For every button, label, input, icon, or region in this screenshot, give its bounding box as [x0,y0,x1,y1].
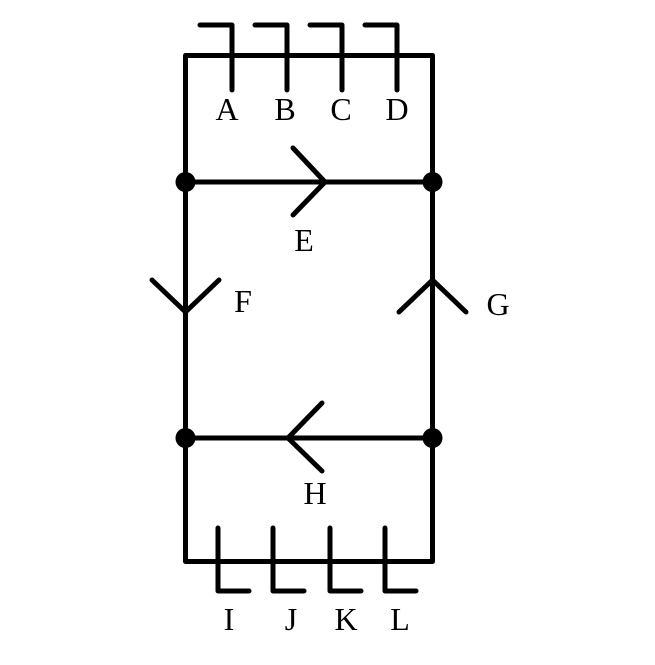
bottom-terminal-lead-4 [382,525,419,594]
top-terminal-lead-1 [197,22,235,93]
arrowhead-f-down [149,277,222,315]
top-terminal-label-a: A [215,91,238,127]
branch-label-g: G [486,286,509,322]
arrowhead-e-right [290,145,328,218]
branch-label-e: E [294,222,314,258]
bottom-terminal-lead-3 [327,525,364,594]
top-terminal-lead-2 [252,22,290,93]
outer-loop-rectangle [183,53,435,564]
bottom-terminal-lead-1 [215,525,252,594]
top-terminal-lead-4 [362,22,400,93]
bottom-terminal-label-j: J [285,601,297,637]
bottom-terminal-label-k: K [334,601,357,637]
branch-label-h: H [303,475,326,511]
top-terminal-label-b: B [274,91,295,127]
junction-dot-bottom-left [175,428,196,448]
bottom-terminal-label-l: L [390,601,410,637]
branch-label-f: F [234,283,252,319]
arrowhead-g-up [396,277,469,315]
junction-dot-top-left [175,172,196,192]
top-terminal-label-d: D [385,91,408,127]
arrowhead-h-left [285,400,325,474]
junction-dot-bottom-right [422,428,443,448]
bottom-terminal-label-i: I [224,601,235,637]
top-terminal-label-c: C [330,91,351,127]
bottom-terminal-lead-2 [270,525,307,594]
junction-dot-top-right [422,172,443,192]
top-terminal-lead-3 [307,22,345,93]
